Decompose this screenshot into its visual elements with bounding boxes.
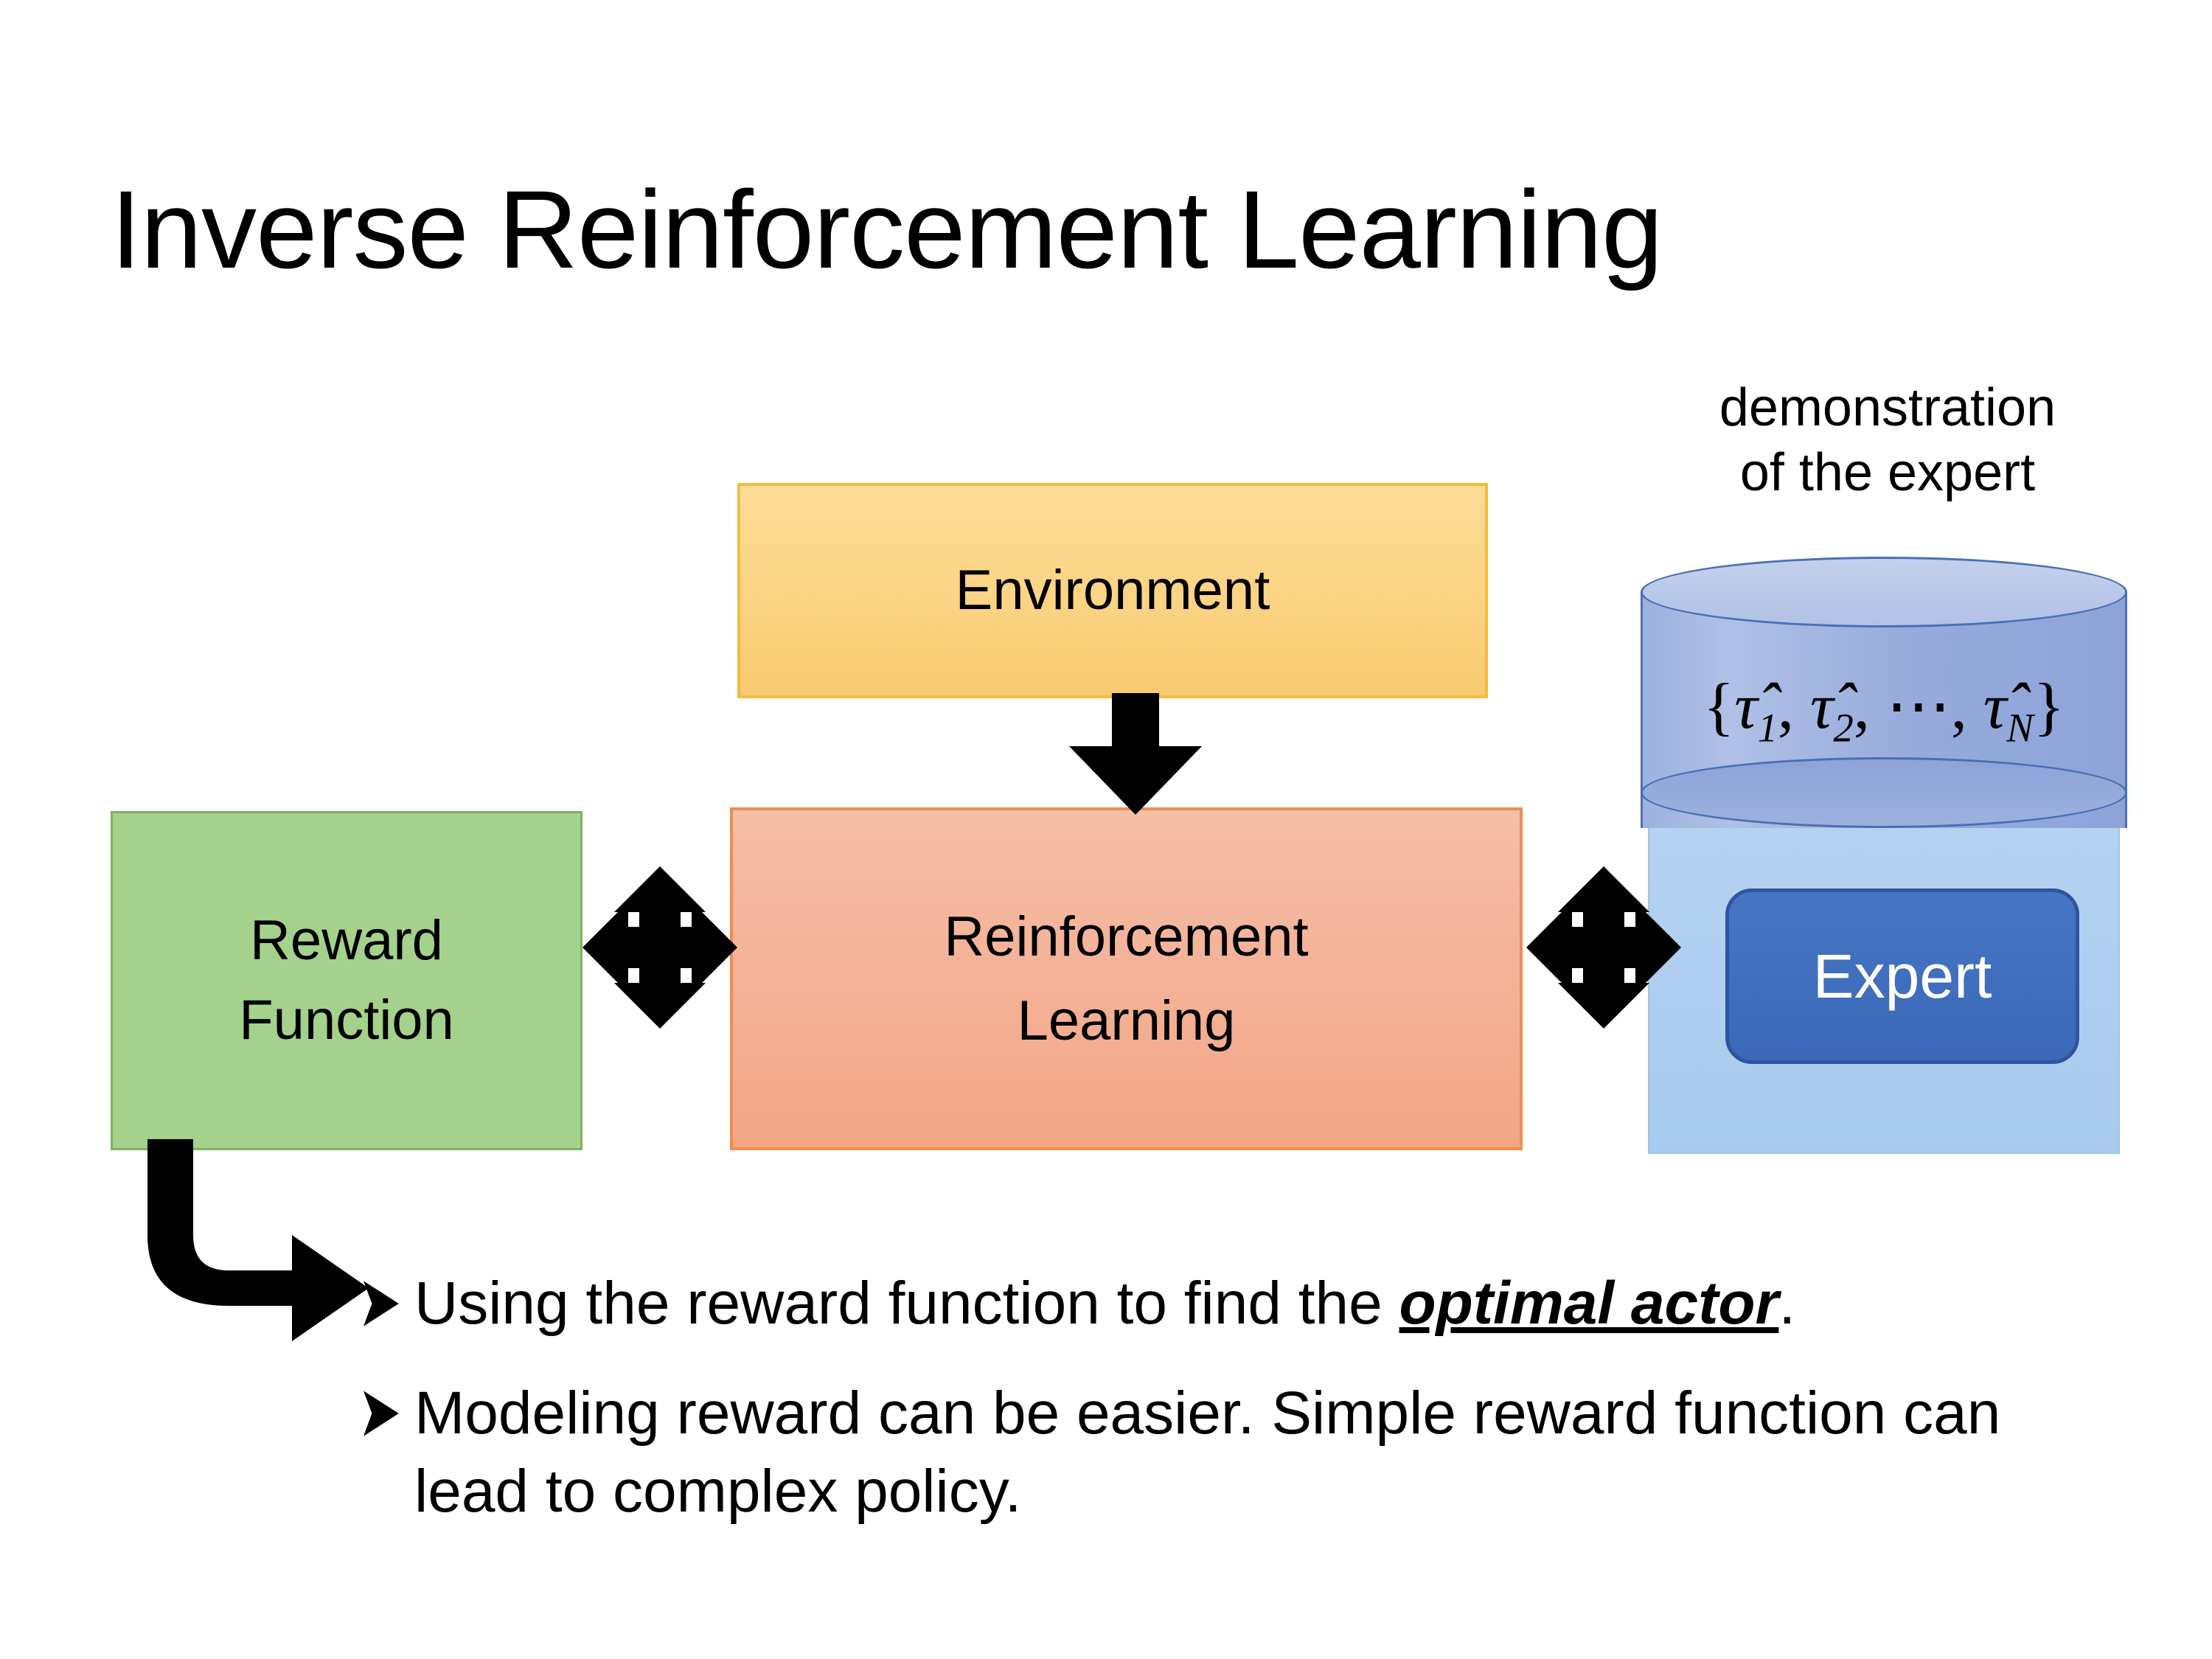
bent-arrow-icon (147, 1139, 369, 1341)
list-item: Using the reward function to find the op… (361, 1265, 2131, 1343)
demonstration-cylinder: {τ̂1, τ̂2, ⋯, τ̂N} (1641, 557, 2127, 863)
cylinder-bottom-ellipse (1641, 757, 2127, 828)
bullet-1-suffix: . (1778, 1270, 1796, 1337)
bullet-text-1: Using the reward function to find the op… (414, 1265, 1795, 1343)
demonstration-caption: demonstration of the expert (1719, 378, 2056, 502)
reward-function-box[interactable]: Reward Function (111, 811, 582, 1150)
bullet-1-emphasis: optimal actor (1399, 1270, 1779, 1337)
bullet-list: Using the reward function to find the op… (361, 1265, 2131, 1562)
expert-label: Expert (1812, 941, 1992, 1011)
bullet-text-2: Modeling reward can be easier. Simple re… (414, 1374, 2131, 1531)
down-arrow-icon (1069, 693, 1202, 815)
four-way-arrow-icon (1526, 866, 1681, 1029)
environment-label: Environment (955, 559, 1270, 622)
reinforcement-learning-label: Reinforcement Learning (944, 905, 1309, 1052)
list-item: Modeling reward can be easier. Simple re… (361, 1374, 2131, 1531)
bullet-2-prefix: Modeling reward can be easier. Simple re… (414, 1379, 2001, 1526)
chevron-right-bullet-icon (361, 1374, 407, 1439)
reinforcement-learning-box[interactable]: Reinforcement Learning (730, 807, 1523, 1150)
four-way-arrow-icon (582, 866, 737, 1029)
page-title: Inverse Reinforcement Learning (111, 167, 1663, 291)
trajectory-set-formula: {τ̂1, τ̂2, ⋯, τ̂N} (1703, 671, 2065, 751)
chevron-right-bullet-icon (361, 1265, 407, 1329)
bullet-1-prefix: Using the reward function to find the (414, 1270, 1399, 1337)
cylinder-top-ellipse (1641, 557, 2127, 627)
environment-box[interactable]: Environment (737, 483, 1488, 698)
reward-function-label: Reward Function (239, 909, 454, 1051)
expert-box[interactable]: Expert (1725, 888, 2079, 1064)
